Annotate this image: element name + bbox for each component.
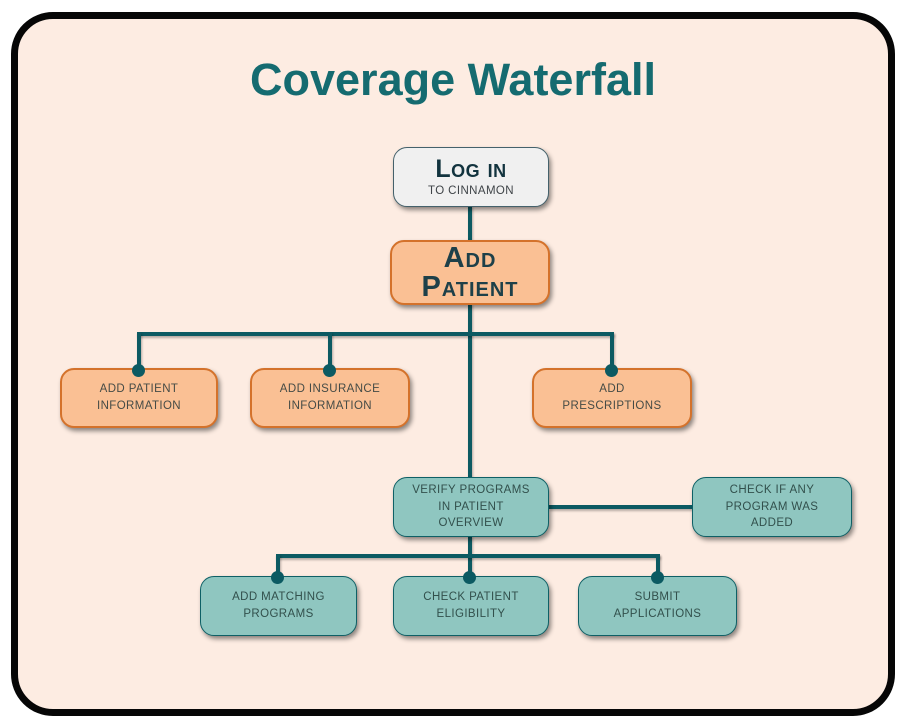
node-add-patient: Add Patient [390, 240, 550, 305]
connector-verify-to-check-added [549, 505, 692, 509]
connector-add-patient-to-verify [468, 303, 472, 479]
node-verify-programs-label: VERIFY PROGRAMS IN PATIENT OVERVIEW [412, 483, 530, 530]
node-add-insurance-information-label: ADD INSURANCE INFORMATION [279, 383, 381, 412]
connector-endpoint-dot [132, 364, 145, 377]
node-add-patient-information: ADD PATIENT INFORMATION [60, 368, 218, 428]
node-check-program-added: CHECK IF ANY PROGRAM WAS ADDED [692, 477, 852, 537]
node-login: Log in TO CINNAMON [393, 147, 549, 207]
node-add-prescriptions-label: ADD PRESCRIPTIONS [562, 383, 662, 412]
branch-drop-submit-applications [656, 554, 660, 580]
page-title: Coverage Waterfall [250, 54, 656, 105]
node-add-patient-information-label: ADD PATIENT INFORMATION [96, 383, 182, 412]
branch-drop-add-matching [276, 554, 280, 580]
node-add-matching-programs: ADD MATCHING PROGRAMS [200, 576, 357, 636]
branch-top-horizontal [137, 332, 614, 336]
node-submit-applications: SUBMIT APPLICATIONS [578, 576, 737, 636]
branch-drop-add-insurance-info [328, 332, 332, 372]
node-verify-programs: VERIFY PROGRAMS IN PATIENT OVERVIEW [393, 477, 549, 537]
node-check-patient-eligibility: CHECK PATIENT ELIGIBILITY [393, 576, 549, 636]
node-submit-applications-label: SUBMIT APPLICATIONS [613, 591, 702, 620]
node-check-program-added-label: CHECK IF ANY PROGRAM WAS ADDED [725, 483, 819, 530]
connector-endpoint-dot [651, 571, 664, 584]
node-add-matching-programs-label: ADD MATCHING PROGRAMS [232, 591, 325, 620]
connector-endpoint-dot [323, 364, 336, 377]
branch-drop-add-prescriptions [610, 332, 614, 372]
node-login-title: Log in [435, 155, 507, 183]
node-add-insurance-information: ADD INSURANCE INFORMATION [250, 368, 410, 428]
branch-drop-add-patient-info [137, 332, 141, 372]
connector-login-to-add-patient [468, 205, 472, 242]
node-add-prescriptions: ADD PRESCRIPTIONS [532, 368, 692, 428]
connector-endpoint-dot [271, 571, 284, 584]
node-login-subtitle: TO CINNAMON [428, 185, 514, 197]
node-add-patient-label: Add Patient [421, 241, 519, 303]
node-check-patient-eligibility-label: CHECK PATIENT ELIGIBILITY [423, 591, 519, 620]
connector-endpoint-dot [463, 571, 476, 584]
connector-endpoint-dot [605, 364, 618, 377]
branch-bottom-horizontal [276, 554, 660, 558]
